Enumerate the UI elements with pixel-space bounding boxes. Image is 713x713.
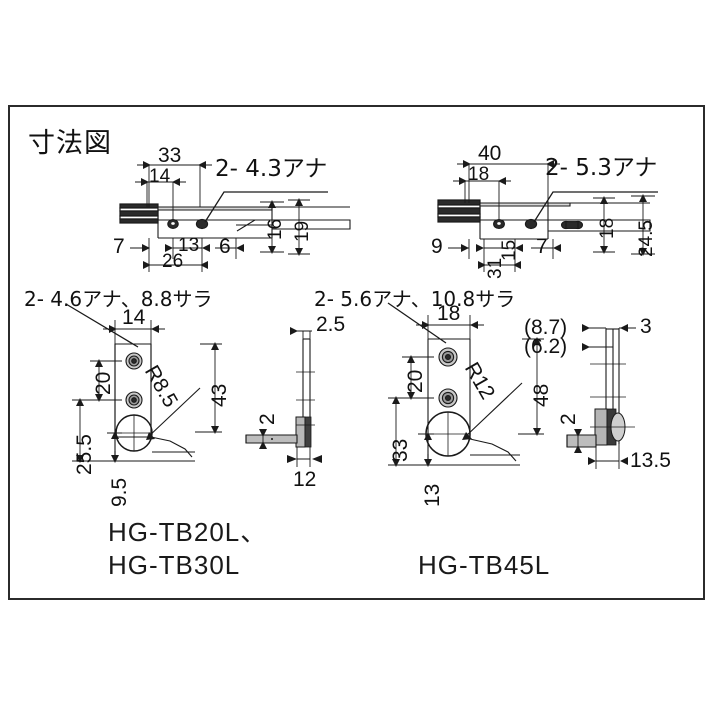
dim-tl-13: 13 xyxy=(178,235,200,256)
dim-tr-40: 40 xyxy=(478,142,502,165)
dim-tr-24.5: 24.5 xyxy=(636,220,657,257)
dim-tr-18: 18 xyxy=(468,164,490,185)
page-title: 寸法図 xyxy=(28,128,112,159)
dim-sl-2.5: 2.5 xyxy=(316,313,346,336)
dim-sr-13.5: 13.5 xyxy=(630,449,671,472)
dim-tl-14: 14 xyxy=(149,166,171,187)
drawing-frame: 寸法図 xyxy=(8,105,705,600)
dim-fl-9.5: 9.5 xyxy=(108,477,131,507)
dim-fl-20: 20 xyxy=(92,371,115,395)
dim-fr-48: 48 xyxy=(530,383,553,407)
dim-tr-31: 31 xyxy=(485,257,506,279)
part-label-left-line2: HG-TB30L xyxy=(108,550,241,580)
dim-sl-12: 12 xyxy=(293,468,317,491)
dim-tl-7: 7 xyxy=(113,235,125,258)
dim-tl-19: 19 xyxy=(292,220,313,242)
dim-sr-2: 2 xyxy=(557,413,580,425)
dim-fr-33: 33 xyxy=(389,438,412,462)
dim-tr-9: 9 xyxy=(431,235,443,258)
part-label-left-line1: HG-TB20L、 xyxy=(108,517,268,547)
dim-fl-43: 43 xyxy=(208,383,231,407)
part-label-right-line1: HG-TB45L xyxy=(418,550,551,580)
dim-sr-3: 3 xyxy=(640,315,652,338)
dim-tr-7: 7 xyxy=(536,235,548,258)
dim-fl-25.5: 25.5 xyxy=(73,434,96,475)
dim-sl-2: 2 xyxy=(256,413,279,425)
dim-tr-18v: 18 xyxy=(597,217,618,239)
note-2-5.3-ana: 2- 5.3アナ xyxy=(545,155,658,181)
dim-fr-20: 20 xyxy=(404,369,427,393)
dim-sr-6.2: (6.2) xyxy=(524,335,568,358)
dim-tl-16: 16 xyxy=(265,218,286,240)
dim-tl-26: 26 xyxy=(162,251,184,272)
note-2-4.3-ana: 2- 4.3アナ xyxy=(215,156,328,182)
dim-tl-33: 33 xyxy=(158,144,182,167)
note-2-5.6-ana-10.8-sara: 2- 5.6アナ、10.8サラ xyxy=(314,287,516,311)
dim-sr-8.7: (8.7) xyxy=(524,316,568,339)
dim-tl-6: 6 xyxy=(219,235,231,258)
dim-fl-14: 14 xyxy=(122,306,146,329)
drawing-linework xyxy=(65,160,658,469)
dim-fr-13: 13 xyxy=(421,483,444,507)
dim-fr-18: 18 xyxy=(437,302,461,325)
note-2-4.6-ana-8.8-sara: 2- 4.6アナ、8.8サラ xyxy=(24,287,213,311)
